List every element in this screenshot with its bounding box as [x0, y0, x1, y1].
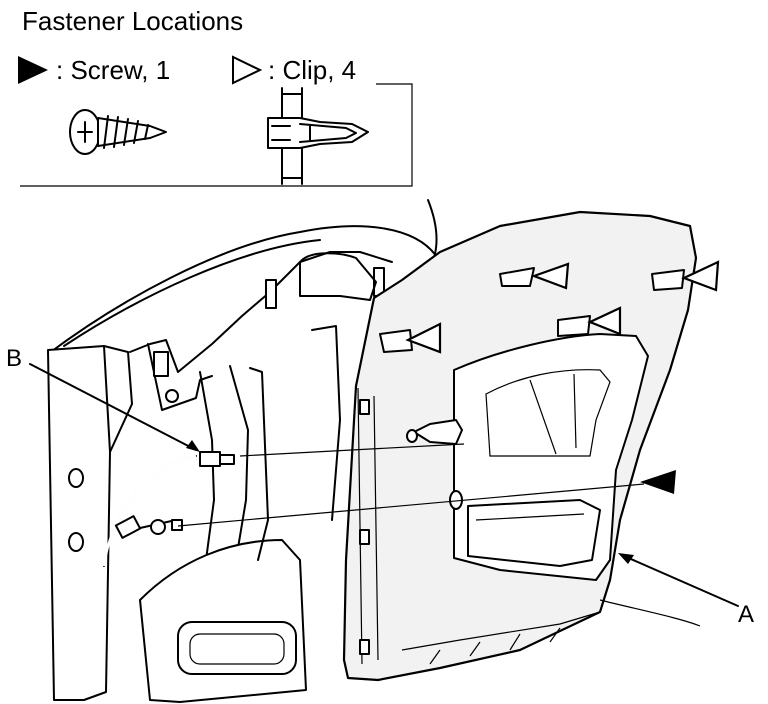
clip-marker-3-icon [681, 260, 720, 292]
clip-legend-icon [232, 55, 263, 85]
callout-b-arrowhead [186, 440, 200, 452]
screw-marker-icon [640, 470, 676, 494]
clip-marker-1-icon [530, 262, 570, 290]
floor-line [599, 599, 701, 627]
clip-marker-2-icon [587, 306, 622, 336]
screw-legend-label: : Screw, 1 [56, 55, 170, 85]
callout-a-arrowhead [618, 553, 634, 564]
clip-marker-4-icon [405, 322, 442, 354]
clip-illustration-icon [267, 87, 369, 185]
guide-line-screw [177, 483, 645, 527]
legend-frame [20, 83, 413, 187]
screw-illustration-icon [69, 109, 167, 155]
screw-legend-icon [18, 56, 48, 84]
clip-legend-label: : Clip, 4 [268, 55, 356, 85]
wire-harness [102, 451, 235, 567]
callout-b-label: B [6, 345, 22, 372]
vehicle-body [47, 199, 441, 703]
connector-b [199, 451, 221, 467]
callout-a-label: A [738, 601, 754, 628]
diagram-title: Fastener Locations [22, 6, 243, 36]
callout-b-leader [29, 363, 197, 451]
callout-a-leader [623, 555, 739, 607]
guide-line-connector [239, 443, 465, 457]
